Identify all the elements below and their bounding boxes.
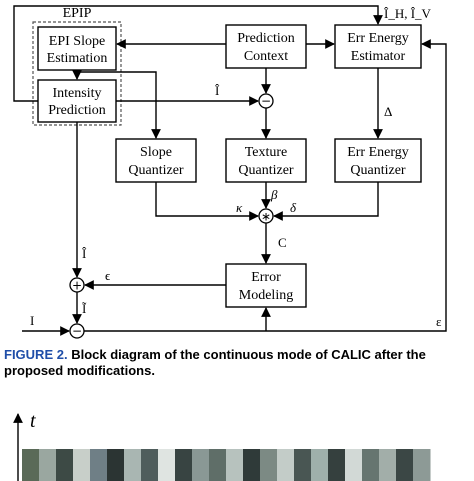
intensity-prediction-block: Intensity Prediction (37, 79, 117, 123)
label-c: C (278, 235, 287, 250)
err-energy-estimator-block: Err Energy Estimator (334, 24, 422, 69)
label-ihat-left: Î (82, 246, 87, 261)
strip-band (396, 449, 414, 481)
arrow-slope-quantizer-to-star (155, 182, 259, 221)
strip-band (277, 449, 295, 481)
add-symbol: + (72, 279, 82, 293)
subtract-top-symbol: − (261, 94, 271, 108)
epi-slope-estimation-block: EPI Slope Estimation (37, 26, 117, 71)
texture-quantizer-line2: Quantizer (238, 163, 294, 178)
subtract-bottom-symbol: − (72, 324, 82, 338)
strip-band (226, 449, 244, 481)
calic-block-diagram: EPIP EPI Slope Estimation Intensity Pred… (13, 5, 447, 339)
strip-band (209, 449, 227, 481)
error-modeling-line2: Modeling (239, 288, 293, 303)
strip-band (73, 449, 91, 481)
strip-band (362, 449, 380, 481)
arrow-err-quantizer-to-star (273, 182, 379, 221)
strip-band (294, 449, 312, 481)
prediction-context-line2: Context (244, 49, 288, 64)
combine-star-symbol: ∗ (261, 210, 271, 224)
strip-band (90, 449, 108, 481)
arrow-slope-estimation-to-slope-quantizer (77, 71, 161, 139)
label-beta: β (270, 187, 278, 202)
label-ihat-top: Î (215, 83, 220, 98)
strip-band (328, 449, 346, 481)
label-ihv: Î_H, Î_V (384, 6, 432, 21)
err-energy-quantizer-line1: Err Energy (347, 145, 409, 160)
epi-slope-estimation-line1: EPI Slope (49, 34, 105, 49)
arrow-feedback-to-err-energy-estimator (13, 5, 383, 102)
subtract-operator-top: − (258, 93, 274, 109)
slope-quantizer-block: Slope Quantizer (115, 138, 197, 183)
intensity-prediction-line1: Intensity (53, 86, 102, 101)
strip-band (243, 449, 261, 481)
strip-band (379, 449, 397, 481)
prediction-context-block: Prediction Context (225, 24, 307, 69)
subtract-operator-bottom: − (69, 323, 85, 339)
epi-slope-estimation-line2: Estimation (47, 51, 108, 66)
label-epsilon-small: ϵ (105, 268, 110, 283)
texture-quantizer-line1: Texture (245, 145, 288, 160)
strip-band (107, 449, 125, 481)
time-axis-label: t (30, 410, 36, 432)
arrow-output-to-err-estimator (84, 39, 447, 332)
epi-image-strip (22, 449, 431, 481)
slope-quantizer-line1: Slope (140, 145, 172, 160)
epip-group-label: EPIP (63, 6, 92, 21)
label-delta-lower: δ (290, 200, 297, 215)
strip-band (141, 449, 159, 481)
strip-band (39, 449, 57, 481)
prediction-context-line1: Prediction (237, 31, 295, 46)
strip-band (56, 449, 74, 481)
err-energy-estimator-line2: Estimator (351, 49, 406, 64)
label-delta-upper: Δ (384, 104, 392, 119)
strip-band (175, 449, 193, 481)
strip-band (124, 449, 142, 481)
err-energy-quantizer-line2: Quantizer (350, 163, 406, 178)
strip-band (413, 449, 431, 481)
figure-label: FIGURE 2. (4, 347, 68, 362)
add-operator: + (69, 277, 85, 293)
figure-caption: FIGURE 2. Block diagram of the continuou… (4, 347, 470, 379)
error-modeling-line1: Error (251, 270, 281, 285)
strip-band (158, 449, 176, 481)
label-itilde: Ĩ (82, 301, 87, 316)
label-i-input: I (30, 313, 34, 328)
err-energy-quantizer-block: Err Energy Quantizer (334, 138, 422, 183)
strip-band (311, 449, 329, 481)
err-energy-estimator-line1: Err Energy (347, 31, 409, 46)
error-modeling-block: Error Modeling (225, 263, 307, 308)
strip-band (260, 449, 278, 481)
figure-caption-text: Block diagram of the continuous mode of … (4, 347, 426, 378)
slope-quantizer-line2: Quantizer (128, 163, 184, 178)
strip-band (22, 449, 40, 481)
strip-band (192, 449, 210, 481)
label-epsilon-out: ε (436, 314, 442, 329)
combine-operator-star: ∗ (258, 208, 274, 224)
label-kappa: κ (236, 200, 243, 215)
texture-quantizer-block: Texture Quantizer (225, 138, 307, 183)
lower-figure: t (13, 410, 431, 481)
intensity-prediction-line2: Prediction (48, 103, 106, 118)
strip-band (345, 449, 363, 481)
